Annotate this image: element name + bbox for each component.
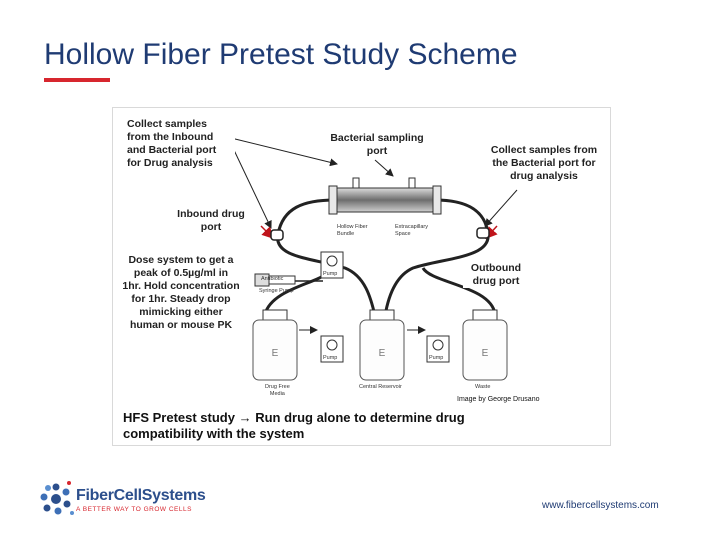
- inbound-drug-port: [270, 229, 284, 241]
- caption-line: HFS Pretest study → Run drug alone to de…: [123, 410, 465, 425]
- callout-line: port: [366, 145, 388, 157]
- callout-line: Collect samples from: [490, 144, 598, 156]
- callout-line: mimicking either: [139, 306, 223, 318]
- caption-line: compatibility with the system: [123, 426, 305, 441]
- bottle-drug-free-media: E: [252, 309, 298, 381]
- svg-text:E: E: [379, 348, 386, 359]
- callout-line: Outbound: [470, 262, 522, 274]
- tubing-outbound-loop: [383, 198, 490, 317]
- label-central-reservoir: Central Reservoir: [359, 384, 402, 390]
- label-line: Hollow Fiber: [337, 224, 368, 230]
- label-waste: Waste: [475, 384, 491, 390]
- callout-line: for Drug analysis: [127, 157, 213, 169]
- pump-top-rotor-icon: [326, 255, 338, 267]
- callout-line: Bacterial sampling: [330, 132, 424, 144]
- label-line: Media: [269, 391, 285, 397]
- cartridge-right-cap: [432, 185, 442, 215]
- title-underline: [44, 78, 110, 82]
- label-antibiotic: Antibiotic: [261, 276, 284, 282]
- label-pump-right: Pump: [429, 355, 444, 361]
- callout-collect-bacterial: Collect samples from the Bacterial port …: [485, 144, 603, 183]
- callout-inbound-drug-port: Inbound drug port: [171, 208, 251, 234]
- arrow-bacterial-sampling: [374, 159, 394, 177]
- antibiotic-syringe: [268, 275, 296, 285]
- slide-title: Hollow Fiber Pretest Study Scheme: [44, 38, 518, 71]
- callout-collect-inbound: Collect samples from the Inbound and Bac…: [127, 118, 235, 170]
- callout-line: peak of 0.5µg/ml in: [133, 267, 229, 279]
- bottle-central-reservoir: E: [359, 309, 405, 381]
- callout-line: port: [200, 221, 222, 233]
- image-credit: Image by George Drusano: [457, 396, 540, 403]
- callout-line: Collect samples: [127, 118, 207, 130]
- cartridge-left-cap: [328, 185, 338, 215]
- callout-line: from the Inbound: [127, 131, 214, 143]
- logo-name: FiberCellSystems: [76, 487, 206, 504]
- callout-bacterial-sampling: Bacterial sampling port: [327, 132, 427, 158]
- hfs-diagram: E E E Collect samples from the Inbound a…: [112, 107, 611, 446]
- arrow-collect-bacterial: [484, 189, 518, 227]
- callout-line: 1hr. Hold concentration: [122, 280, 240, 292]
- label-pump-top: Pump: [323, 271, 338, 277]
- sampling-port-right: [408, 177, 416, 189]
- hollow-fiber-cartridge: [334, 187, 436, 213]
- callout-line: for 1hr. Steady drop: [131, 293, 231, 305]
- label-drug-free-media: Drug Free Media: [265, 384, 290, 398]
- callout-dose-system: Dose system to get a peak of 0.5µg/ml in…: [119, 254, 243, 332]
- logo-tagline: A BETTER WAY TO GROW CELLS: [76, 506, 192, 513]
- callout-outbound-drug-port: Outbound drug port: [463, 262, 529, 288]
- callout-line: and Bacterial port: [127, 144, 217, 156]
- label-line: Bundle: [337, 231, 355, 237]
- label-line: Drug Free: [265, 384, 290, 390]
- outbound-drug-port: [476, 227, 490, 239]
- callout-line: Dose system to get a: [128, 254, 234, 266]
- label-line: Extracapillary: [395, 224, 429, 230]
- callout-line: the Bacterial port for: [492, 157, 596, 169]
- label-line: Space: [395, 231, 411, 237]
- diagram-drawing: E E E: [230, 137, 518, 381]
- label-pump-left: Pump: [323, 355, 338, 361]
- website-link[interactable]: www.fibercellsystems.com: [542, 500, 659, 511]
- pump-right-rotor-icon: [432, 339, 444, 351]
- label-hollow-fiber-bundle: Hollow Fiber Bundle: [337, 224, 368, 238]
- fibercell-logo-icon: [40, 481, 74, 515]
- tubing-inbound-loop: [276, 198, 377, 317]
- svg-text:E: E: [272, 348, 279, 359]
- callout-line: drug analysis: [510, 170, 578, 182]
- label-syringe-pump: Syringe Pump: [259, 288, 294, 294]
- tubing-waste: [421, 267, 497, 315]
- callout-line: Inbound drug: [177, 208, 245, 220]
- diagram-caption: HFS Pretest study → Run drug alone to de…: [123, 410, 603, 442]
- callout-line: drug port: [472, 275, 520, 287]
- label-extracapillary-space: Extracapillary Space: [395, 224, 428, 238]
- sampling-port-left: [352, 177, 360, 189]
- bottle-waste: E: [462, 309, 508, 381]
- arrow-collect-inbound-to-port: [230, 137, 338, 167]
- arrow-collect-inbound-to-inbound: [232, 147, 272, 229]
- svg-text:E: E: [482, 348, 489, 359]
- pump-left-rotor-icon: [326, 339, 338, 351]
- callout-line: human or mouse PK: [129, 319, 233, 331]
